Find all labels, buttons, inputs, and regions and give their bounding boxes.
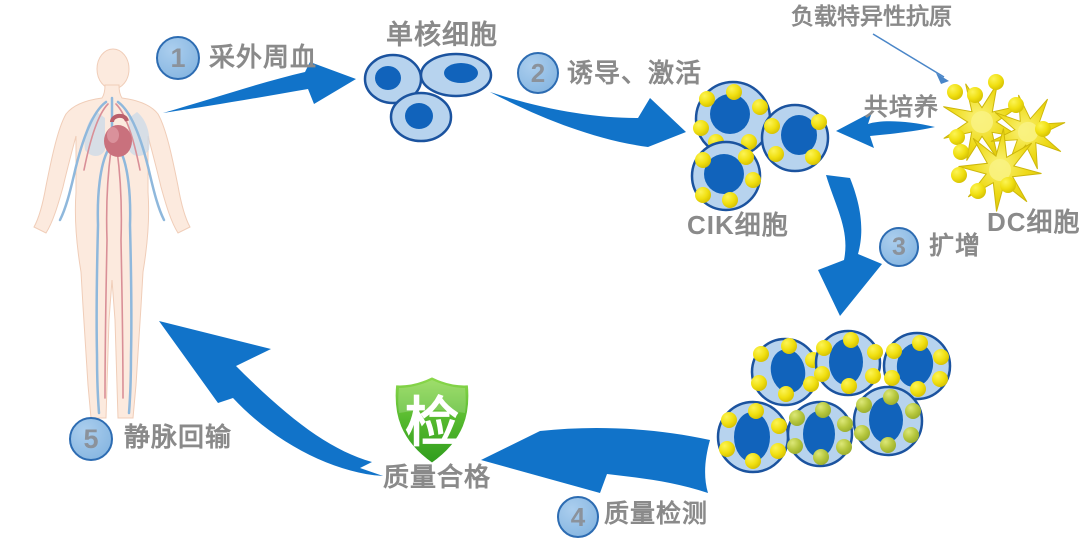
- dc-label: DC细胞: [987, 207, 1080, 237]
- step5-arrow: [159, 321, 383, 476]
- step3-label: 扩增: [929, 232, 982, 260]
- coculture-arrow: [836, 112, 935, 148]
- antigen-label: 负载特异性抗原: [791, 3, 952, 29]
- step3-arrow: [818, 175, 882, 316]
- monocyte-cells-illustration: [363, 52, 493, 143]
- monocyte-label: 单核细胞: [386, 20, 498, 50]
- antigen-pointer-arrow: [872, 33, 949, 84]
- step1-arrow: [163, 62, 356, 113]
- coculture-label: 共培养: [864, 94, 939, 121]
- human-body-illustration: [33, 48, 191, 419]
- step2-arrow: [490, 92, 686, 147]
- step5-badge: 5: [69, 417, 113, 461]
- shield-glyph: 检: [405, 393, 459, 453]
- quality-pass-label: 质量合格: [383, 462, 492, 492]
- expanded-cells-illustration: [716, 329, 952, 474]
- cik-label: CIK细胞: [687, 210, 789, 240]
- heart-illustration: [104, 113, 132, 157]
- step4-label: 质量检测: [604, 500, 709, 528]
- quality-shield-icon: 检: [393, 374, 471, 466]
- step5-label: 静脉回输: [124, 422, 233, 452]
- step4-badge: 4: [557, 496, 599, 538]
- step2-badge: 2: [517, 52, 559, 94]
- step4-arrow: [481, 428, 710, 493]
- veins-illustration: [58, 96, 166, 415]
- cik-cells-illustration: [690, 80, 830, 212]
- step1-badge: 1: [156, 36, 200, 80]
- dc-cells-illustration: [932, 72, 1079, 229]
- step3-badge: 3: [879, 227, 919, 267]
- step2-label: 诱导、激活: [567, 58, 703, 88]
- step1-label: 采外周血: [209, 42, 318, 72]
- arteries-illustration: [83, 103, 141, 399]
